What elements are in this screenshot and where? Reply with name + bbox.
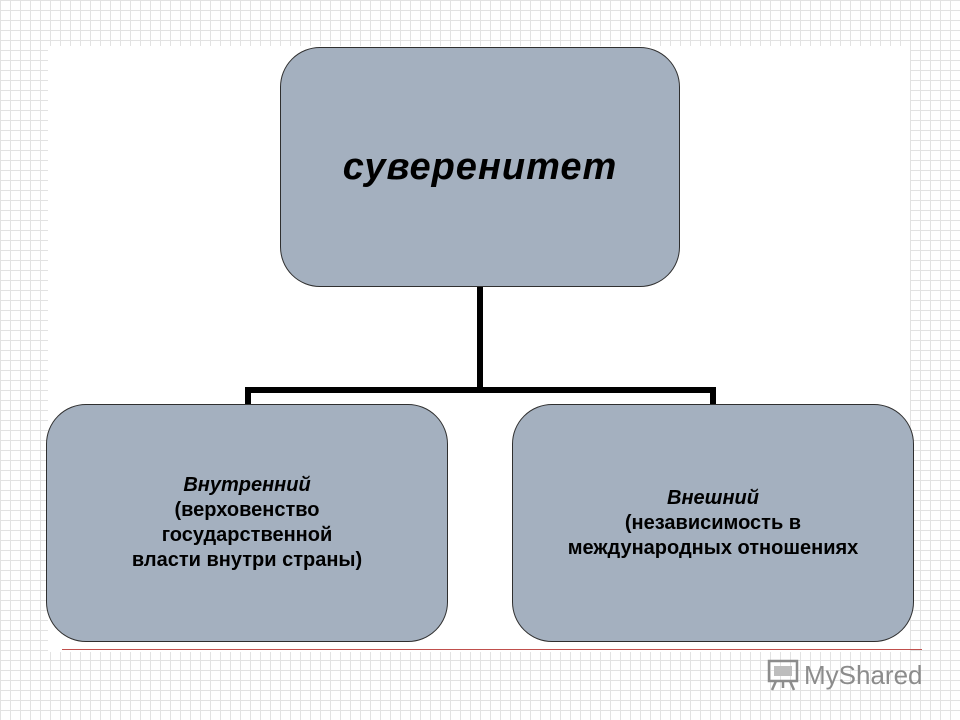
root-node-sovereignty: суверенитет <box>280 47 680 287</box>
external-node-title: Внешний <box>667 486 759 509</box>
accent-divider-line <box>62 649 922 650</box>
root-node-label: суверенитет <box>342 145 618 188</box>
child-node-internal: Внутренний (верховенство государственной… <box>46 404 448 642</box>
internal-node-description: (верховенство государственной власти вну… <box>131 499 363 571</box>
watermark-text: MyShared <box>804 659 923 690</box>
child-node-external: Внешний (независимость в международных о… <box>512 404 914 642</box>
internal-node-title: Внутренний <box>183 474 311 496</box>
presentation-board-icon <box>766 658 800 692</box>
watermark-logo: MyShared <box>766 658 923 692</box>
external-node-description: (независимость в международных отношения… <box>567 511 859 559</box>
